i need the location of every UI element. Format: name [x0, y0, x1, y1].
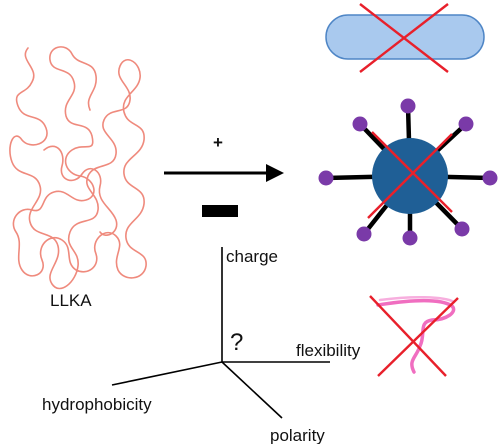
transformation-arrow	[164, 164, 284, 182]
flexible-strand-light	[378, 295, 456, 304]
flexible-strand	[376, 298, 456, 374]
axis-label-hydrophobicity: hydrophobicity	[42, 395, 152, 414]
peptide-strand-inner	[43, 145, 118, 236]
plus-symbol: +	[213, 133, 223, 152]
unknown-question-mark: ?	[230, 329, 243, 356]
flexible-strand-crossed-icon	[369, 295, 459, 377]
minus-symbol	[202, 205, 238, 217]
cross-stroke	[371, 131, 453, 213]
cross-stroke	[377, 297, 459, 377]
property-axes	[111, 247, 330, 419]
rod-capsule-crossed-icon	[325, 3, 485, 73]
cross-stroke	[359, 3, 449, 73]
peptide-label: LLKA	[50, 291, 92, 310]
random-coil-peptide-icon: LLKA	[9, 46, 147, 310]
axis-hydrophobicity	[111, 361, 223, 386]
axis-label-polarity: polarity	[270, 426, 325, 444]
micelle-crossed-icon	[318, 98, 498, 246]
axis-label-flexibility: flexibility	[296, 341, 361, 360]
micelle-headgroups	[318, 98, 498, 246]
axis-label-charge: charge	[226, 247, 278, 266]
cross-stroke	[369, 295, 447, 377]
peptide-strand	[9, 46, 147, 290]
axis-polarity	[221, 361, 283, 419]
cross-stroke	[367, 133, 453, 219]
